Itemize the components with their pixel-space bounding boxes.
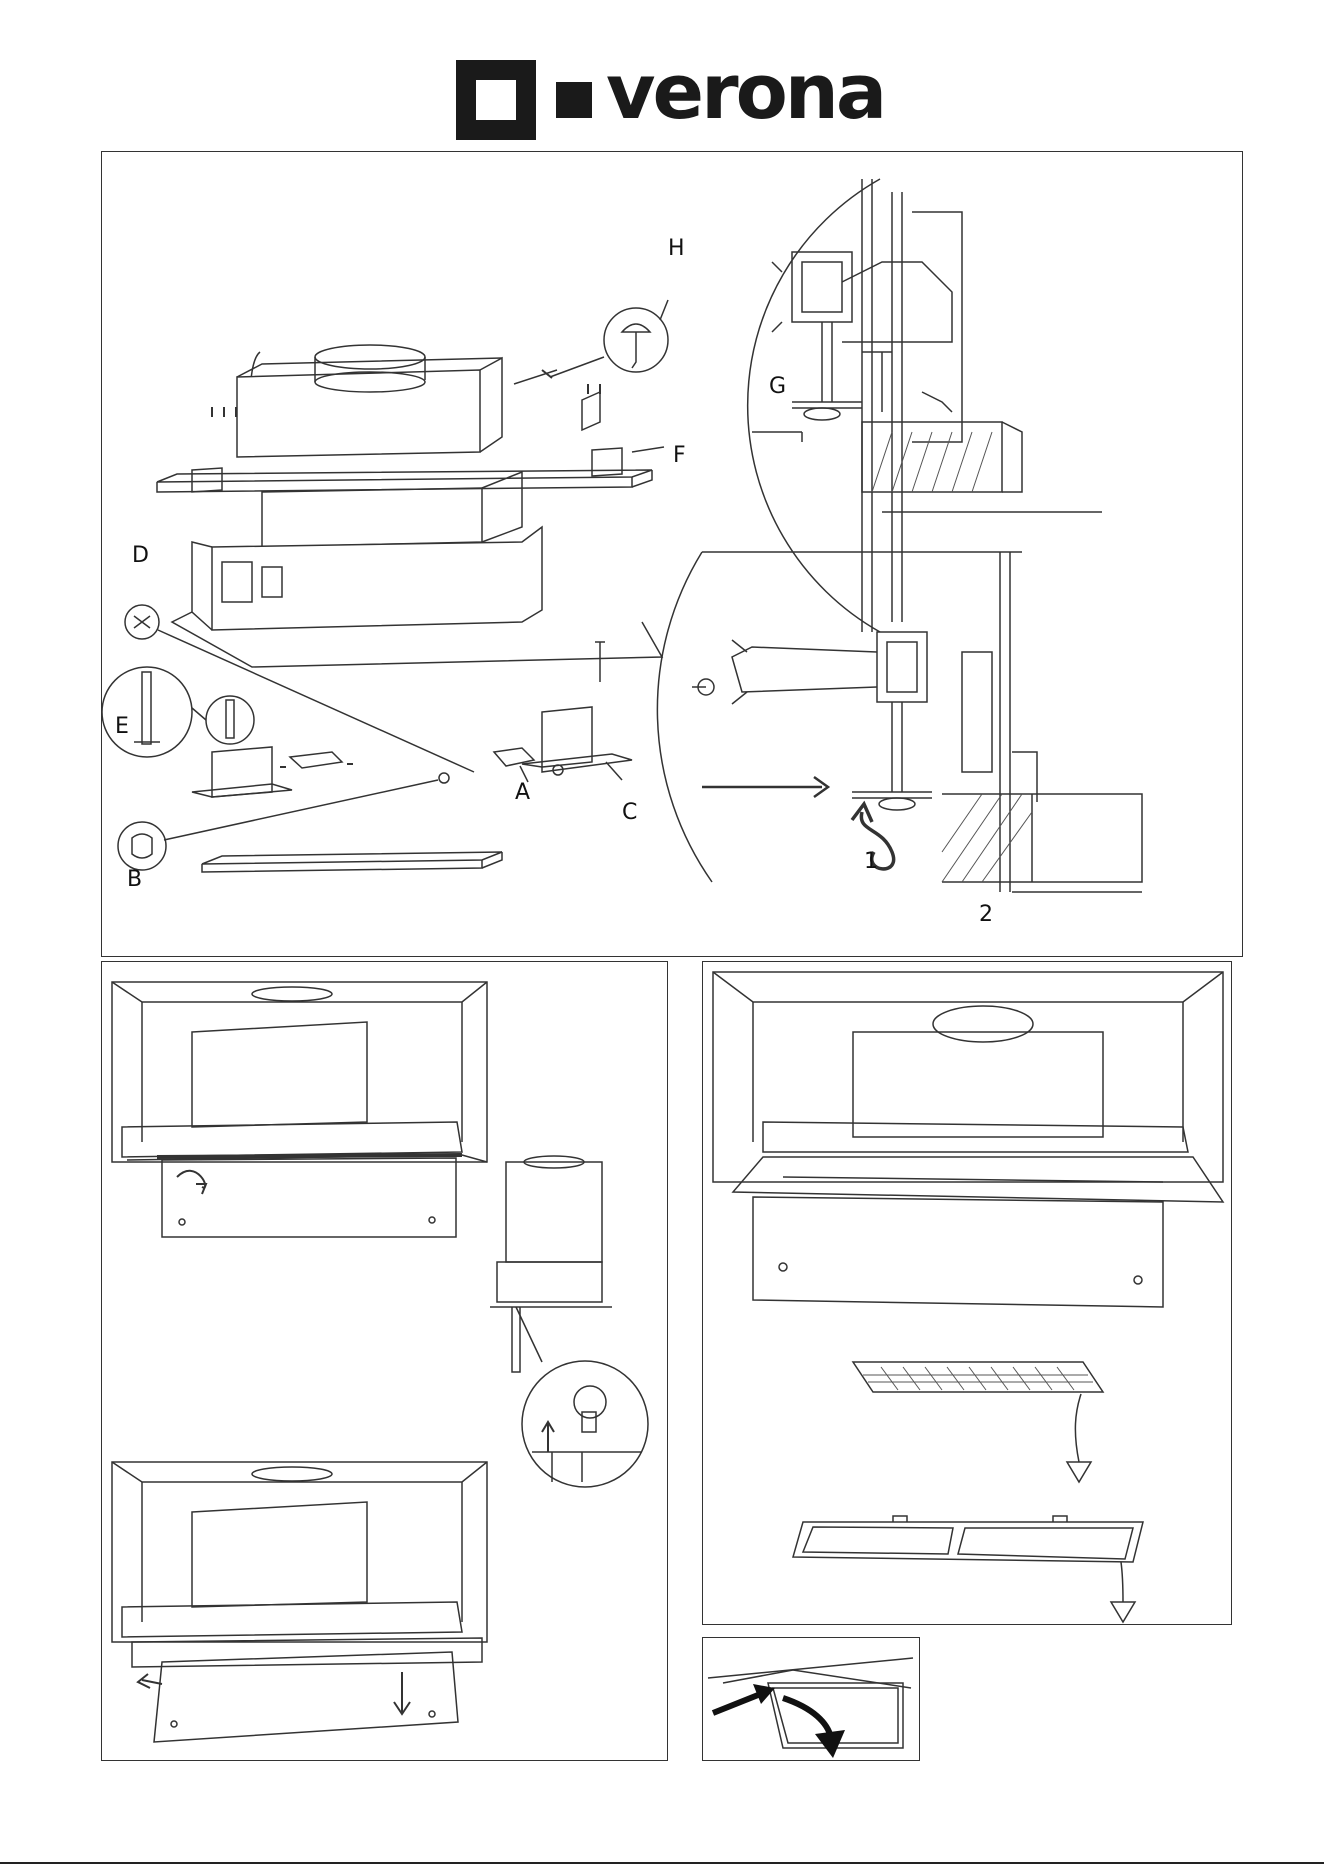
callout-label-g: G — [769, 374, 786, 399]
filter-removal-panel — [702, 961, 1232, 1625]
assembly-diagram-drawing — [102, 152, 1244, 958]
front-panel-opening-drawing — [102, 962, 669, 1762]
assembly-diagram-panel: H G F D E A C B 1 2 — [101, 151, 1243, 957]
callout-label-b: B — [127, 867, 142, 892]
callout-label-e: E — [115, 714, 129, 739]
step-label-2: 2 — [979, 902, 993, 927]
callout-label-f: F — [673, 443, 686, 468]
callout-label-c: C — [622, 800, 637, 825]
front-panel-opening-panel — [101, 961, 668, 1761]
page-footer-rule — [0, 1862, 1324, 1864]
filter-latch-detail-panel — [702, 1637, 920, 1761]
brand-logo: verona — [456, 60, 876, 140]
brand-wordmark: verona — [606, 52, 884, 132]
filter-latch-detail-drawing — [703, 1638, 921, 1762]
logo-mark-small-square — [556, 82, 592, 118]
callout-label-h: H — [668, 236, 685, 261]
callout-label-d: D — [132, 543, 149, 568]
spacer-block-h — [582, 392, 600, 430]
callout-label-a: A — [515, 780, 530, 805]
filter-removal-drawing — [703, 962, 1233, 1626]
logo-mark-large-square — [456, 60, 536, 140]
step-label-1: 1 — [864, 849, 878, 874]
